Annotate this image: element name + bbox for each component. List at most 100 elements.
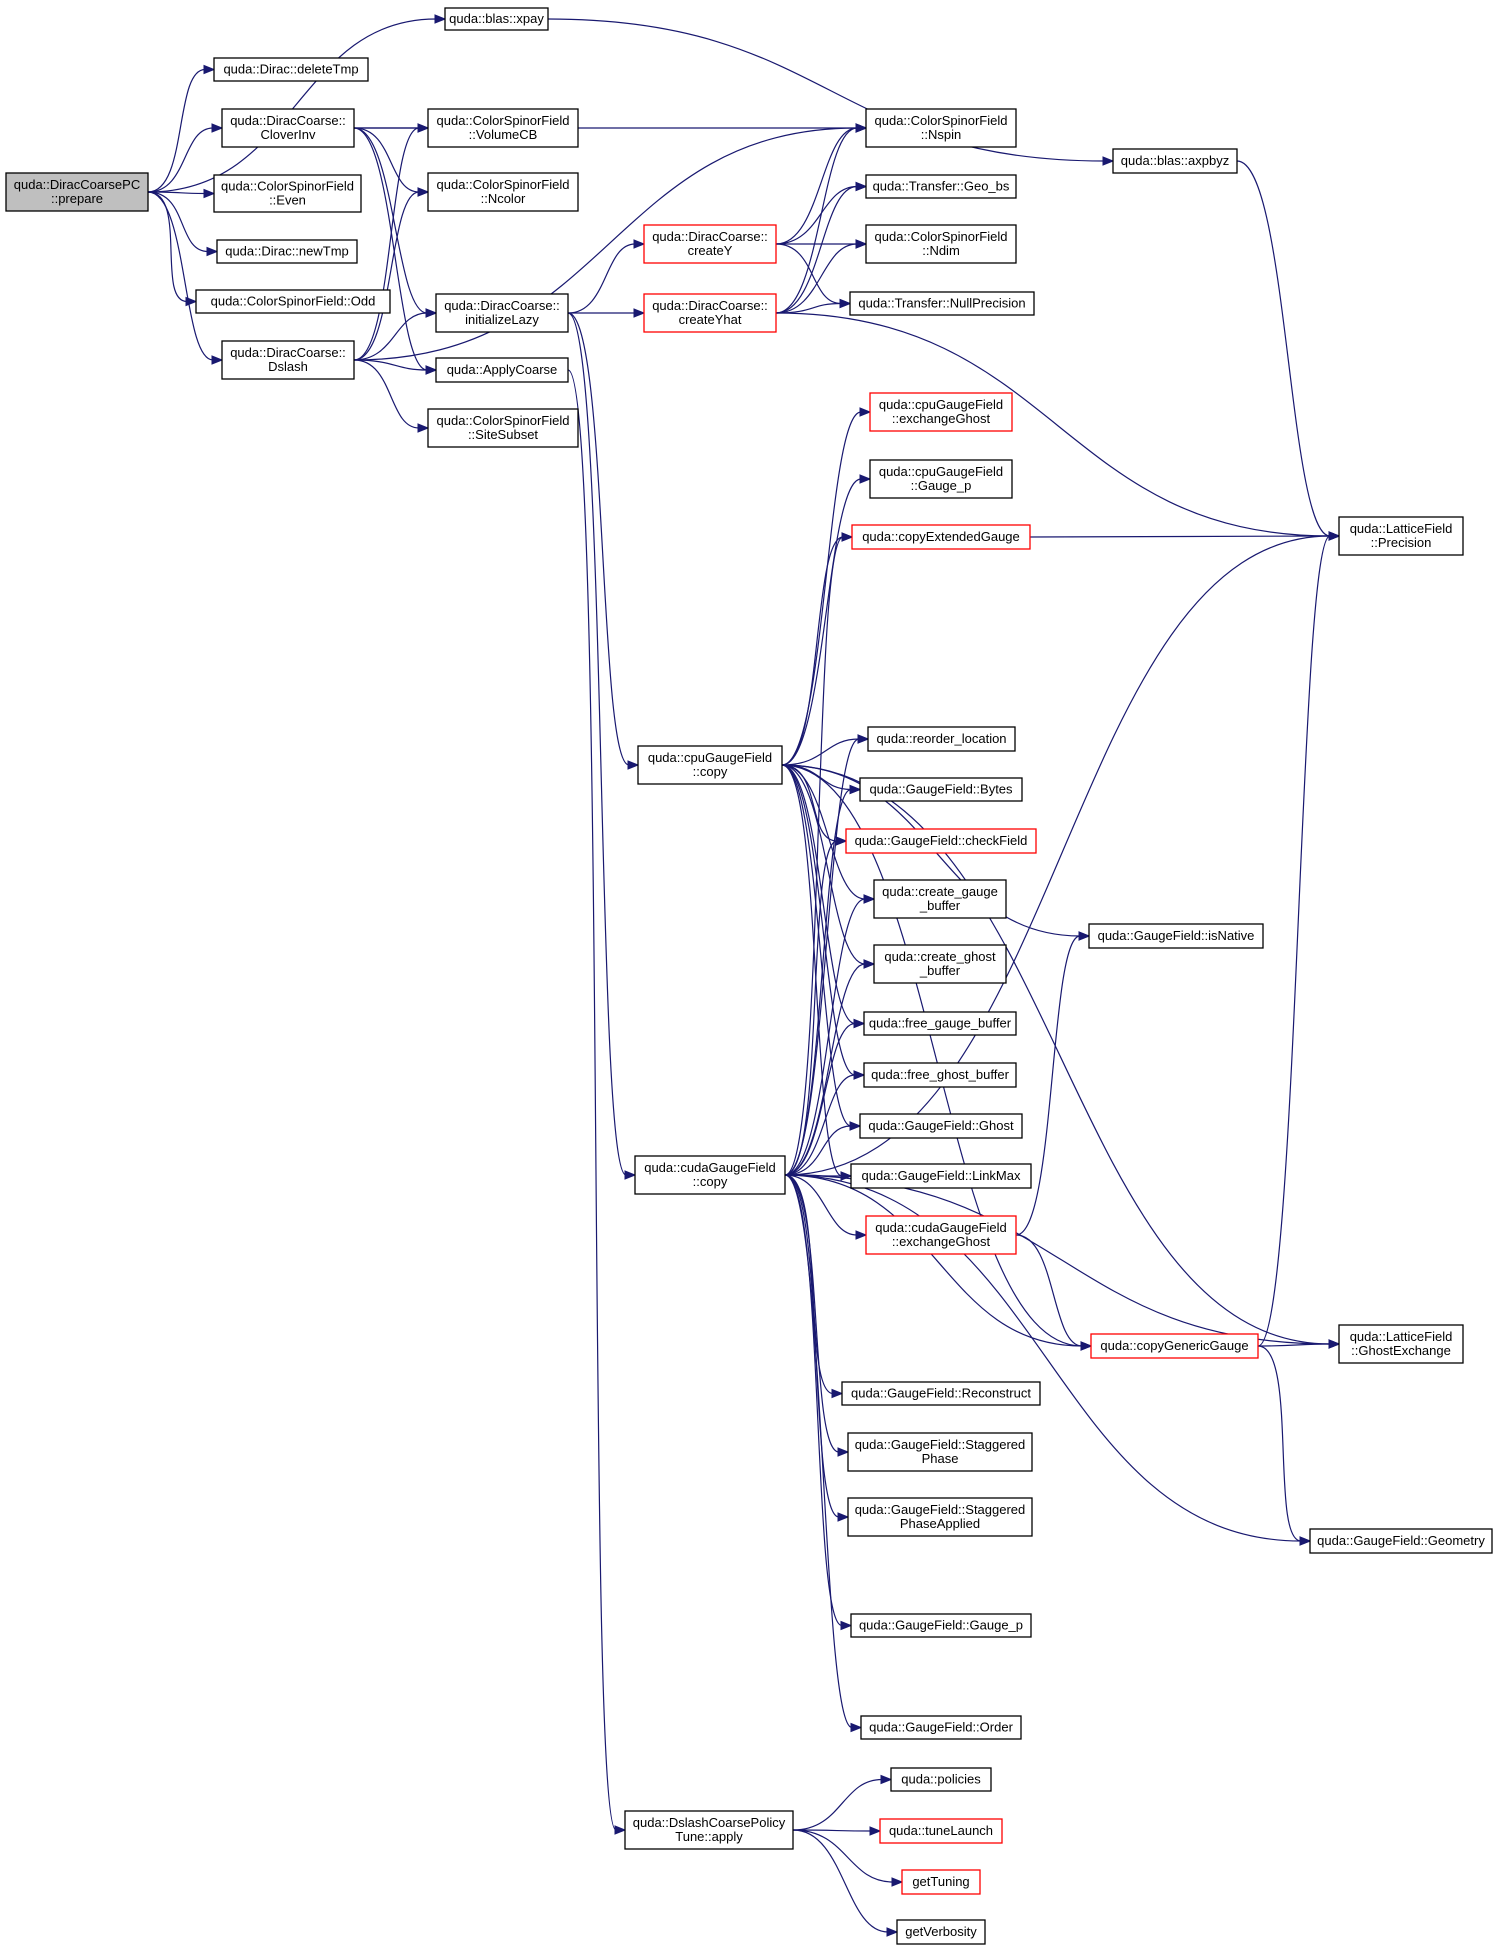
node-box <box>879 1818 1003 1844</box>
edge-create-yhat-to-geo-bs <box>775 181 868 314</box>
node-label: quda::GaugeField::Reconstruct <box>851 1386 1031 1401</box>
node-label: quda::GaugeField::Staggered <box>855 1502 1026 1517</box>
node-geometry[interactable]: quda::GaugeField::Geometry <box>1309 1528 1493 1554</box>
node-clover-inv[interactable]: quda::DiracCoarse::CloverInv <box>221 108 355 148</box>
node-cpu-copy[interactable]: quda::cpuGaugeField::copy <box>637 745 783 785</box>
node-site-subset[interactable]: quda::ColorSpinorField::SiteSubset <box>427 408 579 448</box>
node-label: Phase <box>922 1451 959 1466</box>
node-cpu-exchange-ghost[interactable]: quda::cpuGaugeField::exchangeGhost <box>869 392 1013 432</box>
edge-prepare-to-odd <box>147 191 198 307</box>
node-new-tmp[interactable]: quda::Dirac::newTmp <box>216 239 358 264</box>
edge-arrowhead <box>841 532 854 542</box>
node-get-tuning[interactable]: getTuning <box>901 1869 981 1895</box>
node-box <box>873 879 1007 919</box>
node-copy-generic-gauge[interactable]: quda::copyGenericGauge <box>1090 1333 1259 1359</box>
node-label: quda::copyExtendedGauge <box>862 529 1020 544</box>
node-ghost-exchange[interactable]: quda::LatticeField::GhostExchange <box>1338 1324 1464 1364</box>
node-cuda-exchange-ghost[interactable]: quda::cudaGaugeField::exchangeGhost <box>865 1215 1017 1255</box>
node-label: quda::policies <box>901 1772 981 1787</box>
node-label: _buffer <box>919 963 961 978</box>
node-delete-tmp[interactable]: quda::Dirac::deleteTmp <box>213 57 369 82</box>
node-box <box>860 1715 1022 1740</box>
node-bytes[interactable]: quda::GaugeField::Bytes <box>859 777 1023 802</box>
node-apply-coarse[interactable]: quda::ApplyCoarse <box>435 357 569 383</box>
node-cuda-copy[interactable]: quda::cudaGaugeField::copy <box>634 1155 786 1195</box>
node-is-native[interactable]: quda::GaugeField::isNative <box>1088 923 1264 949</box>
node-link-max[interactable]: quda::GaugeField::LinkMax <box>850 1163 1032 1189</box>
node-xpay[interactable]: quda::blas::xpay <box>444 7 549 31</box>
edge-line <box>353 127 428 371</box>
node-box <box>865 108 1017 148</box>
edge-prepare-to-dslash <box>147 191 224 365</box>
node-copy-extended-gauge[interactable]: quda::copyExtendedGauge <box>851 524 1031 550</box>
node-axpbyz[interactable]: quda::blas::axpbyz <box>1112 148 1238 174</box>
node-reorder-location[interactable]: quda::reorder_location <box>867 726 1016 752</box>
node-label: ::GhostExchange <box>1351 1343 1451 1358</box>
edge-arrowhead <box>417 123 430 133</box>
node-free-ghost-buffer[interactable]: quda::free_ghost_buffer <box>863 1062 1017 1088</box>
node-nspin[interactable]: quda::ColorSpinorField::Nspin <box>865 108 1017 148</box>
node-ndim[interactable]: quda::ColorSpinorField::Ndim <box>865 224 1017 264</box>
node-free-gauge-buffer[interactable]: quda::free_gauge_buffer <box>863 1011 1017 1036</box>
edge-copy-generic-gauge-to-precision <box>1257 531 1341 1347</box>
node-gauge-p[interactable]: quda::GaugeField::Gauge_p <box>850 1613 1032 1638</box>
node-precision[interactable]: quda::LatticeField::Precision <box>1338 516 1464 556</box>
edge-cuda-exchange-ghost-to-copy-generic-gauge <box>1015 1234 1093 1351</box>
node-create-y[interactable]: quda::DiracCoarse::createY <box>643 224 777 264</box>
node-ncolor[interactable]: quda::ColorSpinorField::Ncolor <box>427 172 579 212</box>
node-box <box>845 828 1037 854</box>
node-tune-launch[interactable]: quda::tuneLaunch <box>879 1818 1003 1844</box>
node-check-field[interactable]: quda::GaugeField::checkField <box>845 828 1037 854</box>
edge-cuda-copy-to-geometry <box>784 1174 1312 1546</box>
node-box <box>869 392 1013 432</box>
node-reconstruct[interactable]: quda::GaugeField::Reconstruct <box>841 1381 1041 1406</box>
node-even[interactable]: quda::ColorSpinorField::Even <box>213 174 362 213</box>
node-label: quda::GaugeField::Staggered <box>855 1437 1026 1452</box>
edge-cuda-copy-to-reconstruct <box>784 1174 844 1399</box>
node-odd[interactable]: quda::ColorSpinorField::Odd <box>195 289 391 314</box>
node-label: ::Gauge_p <box>911 478 972 493</box>
edge-arrowhead <box>859 474 872 484</box>
node-box <box>849 291 1035 316</box>
node-cpu-gauge-p[interactable]: quda::cpuGaugeField::Gauge_p <box>869 459 1013 499</box>
node-ghost[interactable]: quda::GaugeField::Ghost <box>859 1113 1023 1139</box>
node-box <box>863 1062 1017 1088</box>
node-create-gauge-buffer[interactable]: quda::create_gauge_buffer <box>873 879 1007 919</box>
node-null-precision[interactable]: quda::Transfer::NullPrecision <box>849 291 1035 316</box>
node-label: quda::DiracCoarse:: <box>230 345 346 360</box>
edge-clover-inv-to-ncolor <box>353 127 430 197</box>
edge-cuda-copy-to-staggered-phase <box>784 1174 850 1457</box>
node-initialize-lazy[interactable]: quda::DiracCoarse::initializeLazy <box>435 293 569 333</box>
node-label: quda::blas::xpay <box>449 11 544 26</box>
edge-line <box>1257 1343 1331 1347</box>
node-box <box>634 1155 786 1195</box>
node-prepare[interactable]: quda::DiracCoarsePC::prepare <box>5 172 149 212</box>
node-label: getTuning <box>912 1874 969 1889</box>
node-order[interactable]: quda::GaugeField::Order <box>860 1715 1022 1740</box>
edge-arrowhead <box>857 734 870 744</box>
edge-dslash-to-ncolor <box>353 187 430 361</box>
node-volume-cb[interactable]: quda::ColorSpinorField::VolumeCB <box>427 108 579 148</box>
node-label: ::Ncolor <box>481 191 526 206</box>
node-geo-bs[interactable]: quda::Transfer::Geo_bs <box>865 174 1017 199</box>
node-label: initializeLazy <box>465 312 539 327</box>
edge-line <box>781 764 866 900</box>
node-create-ghost-buffer[interactable]: quda::create_ghost_buffer <box>873 944 1007 984</box>
edge-arrowhead <box>863 959 876 969</box>
node-label: quda::Dirac::deleteTmp <box>223 62 358 77</box>
edge-cpu-copy-to-free-ghost-buffer <box>781 764 866 1080</box>
node-box <box>213 174 362 213</box>
node-dslash[interactable]: quda::DiracCoarse::Dslash <box>221 340 355 380</box>
node-label: quda::DiracCoarse:: <box>444 298 560 313</box>
node-policies[interactable]: quda::policies <box>890 1767 992 1792</box>
edge-line <box>781 411 862 766</box>
node-get-verbosity[interactable]: getVerbosity <box>896 1919 986 1945</box>
edge-line <box>353 359 420 429</box>
edge-cuda-copy-to-free-gauge-buffer <box>784 1018 866 1176</box>
node-create-yhat[interactable]: quda::DiracCoarse::createYhat <box>643 293 777 333</box>
node-label: quda::free_ghost_buffer <box>871 1067 1009 1082</box>
node-box <box>216 239 358 264</box>
